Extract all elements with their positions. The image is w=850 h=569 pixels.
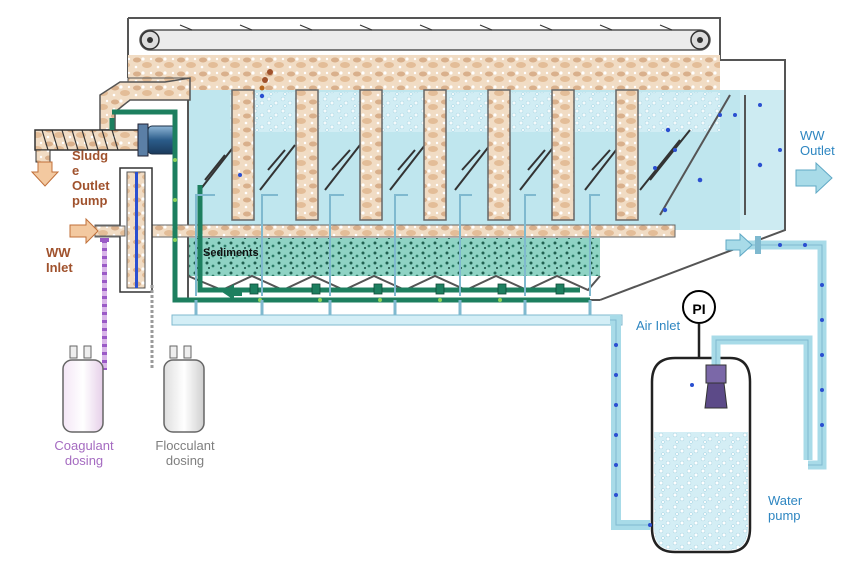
ww-outlet-label: WW Outlet — [800, 128, 835, 158]
water-pump-label: Water pump — [768, 493, 803, 523]
inlet-distribution-header — [94, 224, 676, 238]
pressure-indicator: PI — [682, 290, 716, 324]
flocculation-tube — [119, 167, 153, 293]
air-inlet-label: Air Inlet — [636, 318, 681, 333]
sludge-screw-conveyor — [34, 123, 177, 163]
flocculant-dosing-label: Flocculant dosing — [155, 438, 215, 468]
ww-outlet-arrow — [795, 161, 833, 195]
injection-columns — [231, 89, 639, 221]
outlet-recycle-line — [748, 236, 827, 470]
green-recycle-pipe — [109, 109, 590, 303]
skimmer-chain — [139, 24, 711, 51]
sludge-outlet-arrow — [30, 161, 60, 187]
flocculant-bottle — [163, 345, 205, 433]
ww-inlet-arrow — [69, 217, 99, 245]
saturator-nozzle — [704, 364, 728, 409]
sludge-outlet-pump-label: Sludg e Outlet pump — [72, 148, 110, 208]
saturator-vessel — [648, 356, 752, 554]
recycle-water-pipe — [171, 300, 650, 530]
lamella-plates — [199, 129, 691, 191]
sediments-label: Sediments — [203, 247, 259, 259]
coagulant-dosing-label: Coagulant dosing — [54, 438, 114, 468]
sludge-blanket — [128, 55, 720, 90]
ww-inlet-label: WW Inlet — [46, 245, 73, 275]
micro-bubbles — [238, 93, 782, 213]
coagulant-bottle — [62, 345, 104, 433]
